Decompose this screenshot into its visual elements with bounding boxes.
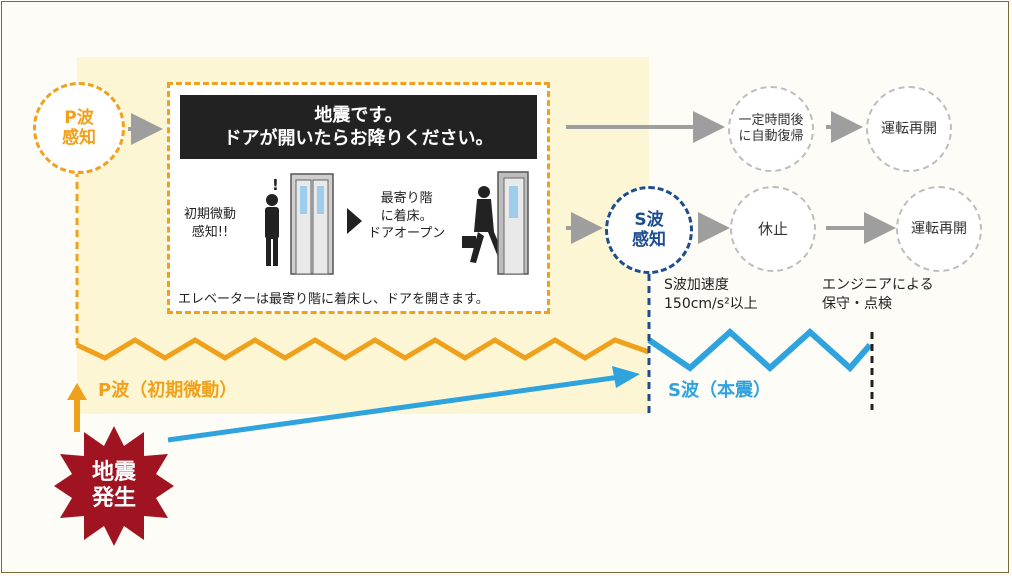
initial-motion-line1: 初期微動: [184, 207, 237, 222]
blue-diagonal-arrow-head: [612, 366, 640, 388]
elevator-door-open-icon: [497, 171, 529, 275]
earthquake-burst-icon: [54, 426, 174, 546]
quake-line1: 地震: [91, 459, 136, 485]
s-accel-text: S波加速度 150cm/s²以上: [664, 276, 758, 314]
engineer-line1: エンジニアによる: [822, 277, 934, 293]
orange-up-arrow-head: [67, 383, 87, 400]
s-detect-line2: 感知: [632, 230, 666, 250]
walking-person-icon: [462, 186, 506, 263]
resume-top-node: 運転再開: [866, 86, 952, 172]
p-wave-label: P波（初期微動）: [98, 380, 238, 401]
s-accel-line1: S波加速度: [664, 277, 729, 293]
auto-recover-line2: に自動復帰: [738, 129, 804, 144]
p-wave-detect-node: P波感知: [33, 82, 125, 174]
initial-motion-text: 初期微動 感知!!: [184, 206, 236, 241]
elevator-door-closed-icon: [290, 173, 334, 275]
banner-line1: 地震です。: [314, 104, 403, 126]
play-triangle-icon: [347, 208, 362, 234]
engineer-text: エンジニアによる 保守・点検: [822, 276, 934, 314]
announcement-banner: 地震です。 ドアが開いたらお降りください。: [180, 95, 537, 159]
quake-line2: 発生: [91, 486, 136, 511]
exclaim-mark: !: [272, 176, 279, 194]
pause-label: 休止: [757, 220, 788, 238]
standing-person-icon: [265, 194, 279, 266]
s-accel-line2: 150cm/s²以上: [664, 295, 758, 312]
nearest-floor-line2: に着床。: [380, 208, 433, 224]
auto-recover-node: 一定時間後に自動復帰: [728, 86, 814, 172]
p-detect-line2: 感知: [62, 128, 96, 148]
earthquake-label: 地震 発生: [52, 424, 176, 548]
pause-node: 休止: [730, 186, 816, 272]
banner-line2: ドアが開いたらお降りください。: [223, 128, 494, 149]
initial-motion-line2: 感知!!: [191, 224, 229, 240]
s-wave-zigzag: [647, 327, 873, 373]
nearest-floor-line1: 最寄り階: [380, 191, 433, 206]
s-wave-detect-node: S波感知: [605, 186, 693, 274]
nearest-floor-text: 最寄り階 に着床。 ドアオープン: [368, 190, 445, 243]
resume-bottom-label: 運転再開: [911, 220, 967, 237]
s-wave-label: S波（本震）: [668, 380, 771, 401]
p-detect-line1: P波: [64, 107, 94, 128]
engineer-line2: 保守・点検: [822, 295, 892, 312]
s-detect-line1: S波: [634, 209, 664, 230]
resume-bottom-node: 運転再開: [896, 186, 982, 272]
nearest-floor-line3: ドアオープン: [368, 226, 446, 242]
resume-top-label: 運転再開: [881, 120, 937, 137]
notice-caption: エレベーターは最寄り階に着床し、ドアを開きます。: [178, 292, 489, 307]
auto-recover-line1: 一定時間後: [738, 113, 804, 129]
p-wave-zigzag: [75, 337, 650, 361]
blue-diagonal-arrow-line: [167, 374, 621, 443]
